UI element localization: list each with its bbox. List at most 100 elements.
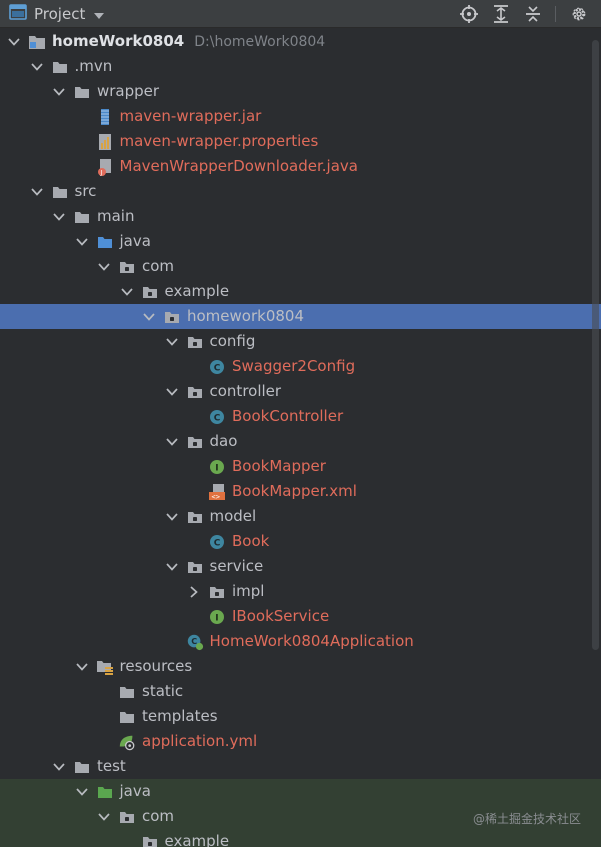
svg-text:<>: <> xyxy=(212,493,220,501)
project-window-icon xyxy=(9,3,27,24)
chevron-right-icon[interactable] xyxy=(188,585,200,598)
tree-row-label: main xyxy=(97,207,135,225)
tree-row-label: resources xyxy=(119,657,193,675)
package-icon xyxy=(186,433,204,451)
tree-row-resources[interactable]: resources xyxy=(0,654,601,679)
tree-row-example[interactable]: example xyxy=(0,829,601,847)
tree-row-label: HomeWork0804Application xyxy=(209,632,414,650)
tree-row-label: Swagger2Config xyxy=(232,357,356,375)
svg-text:I: I xyxy=(215,613,218,623)
svg-text:C: C xyxy=(214,413,221,423)
chevron-down-icon[interactable] xyxy=(75,661,88,673)
tree-row-bookmapper[interactable]: I BookMapper xyxy=(0,454,601,479)
tree-row-com[interactable]: com xyxy=(0,254,601,279)
tree-row-impl[interactable]: impl xyxy=(0,579,601,604)
chevron-down-icon[interactable] xyxy=(75,786,88,798)
chevron-down-icon[interactable] xyxy=(53,86,65,98)
package-icon xyxy=(208,583,226,601)
tree-row-maven-wrapper-jar[interactable]: maven-wrapper.jar xyxy=(0,104,601,129)
chevron-down-icon[interactable] xyxy=(98,261,110,273)
properties-icon xyxy=(96,133,114,151)
tree-row-book[interactable]: C Book xyxy=(0,529,601,554)
tree-row-static[interactable]: static xyxy=(0,679,601,704)
chevron-down-icon[interactable] xyxy=(30,61,43,73)
chevron-down-icon[interactable] xyxy=(165,436,178,448)
tree-row-label: com xyxy=(142,257,175,275)
yml-icon xyxy=(118,733,136,751)
tree-row--mvn[interactable]: .mvn xyxy=(0,54,601,79)
chevron-down-icon[interactable] xyxy=(165,336,178,348)
gear-icon[interactable] xyxy=(569,4,589,24)
chevron-down-icon[interactable] xyxy=(8,36,20,48)
tree-row-ibookservice[interactable]: I IBookService xyxy=(0,604,601,629)
tree-row-homework0804[interactable]: homework0804 xyxy=(0,304,601,329)
tree-row-bookmapper-xml[interactable]: <>BookMapper.xml xyxy=(0,479,601,504)
tree-row-java[interactable]: java xyxy=(0,229,601,254)
tree-row-dao[interactable]: dao xyxy=(0,429,601,454)
expand-all-icon[interactable] xyxy=(491,4,511,24)
tree-row-maven-wrapper-properties[interactable]: maven-wrapper.properties xyxy=(0,129,601,154)
folder-icon xyxy=(51,183,69,201)
chevron-down-icon[interactable] xyxy=(143,311,155,323)
class-icon: C xyxy=(208,358,226,376)
tree-row-label: example xyxy=(164,282,230,300)
tree-row-label: BookMapper xyxy=(232,457,326,475)
collapse-all-icon[interactable] xyxy=(523,4,543,24)
tree-row-swagger2config[interactable]: C Swagger2Config xyxy=(0,354,601,379)
tree-row-example[interactable]: example xyxy=(0,279,601,304)
folder-icon xyxy=(51,58,69,76)
svg-text:C: C xyxy=(214,363,221,373)
chevron-down-icon[interactable] xyxy=(120,286,133,298)
interface-icon: I xyxy=(208,458,226,476)
dropdown-caret-icon[interactable] xyxy=(94,5,105,23)
tree-row-config[interactable]: config xyxy=(0,329,601,354)
tree-row-controller[interactable]: controller xyxy=(0,379,601,404)
tree-row-label: IBookService xyxy=(232,607,330,625)
tree-row-label: wrapper xyxy=(97,82,160,100)
chevron-down-icon[interactable] xyxy=(165,511,178,523)
class-icon: C xyxy=(208,408,226,426)
tree-row-main[interactable]: main xyxy=(0,204,601,229)
chevron-down-icon[interactable] xyxy=(98,811,110,823)
chevron-down-icon[interactable] xyxy=(53,761,65,773)
tree-row-label: test xyxy=(97,757,126,775)
class-icon: C xyxy=(208,533,226,551)
tree-row-test[interactable]: test xyxy=(0,754,601,779)
tree-row-label: Book xyxy=(232,532,270,550)
tree-row-application-yml[interactable]: application.yml xyxy=(0,729,601,754)
chevron-down-icon[interactable] xyxy=(165,386,178,398)
source-folder-icon xyxy=(96,233,114,251)
tree-row-wrapper[interactable]: wrapper xyxy=(0,79,601,104)
tree-row-src[interactable]: src xyxy=(0,179,601,204)
tree-row-label: static xyxy=(142,682,184,700)
folder-icon xyxy=(73,83,91,101)
tree-row-java[interactable]: java xyxy=(0,779,601,804)
chevron-down-icon[interactable] xyxy=(75,236,88,248)
chevron-down-icon[interactable] xyxy=(30,186,43,198)
tree-row-service[interactable]: service xyxy=(0,554,601,579)
vertical-scrollbar[interactable] xyxy=(592,40,599,650)
test-source-folder-icon xyxy=(96,783,114,801)
package-icon xyxy=(118,258,136,276)
tree-row-label: example xyxy=(164,832,230,847)
toolwindow-title: Project xyxy=(34,4,86,23)
tree-row-label: maven-wrapper.jar xyxy=(119,107,262,125)
package-icon xyxy=(186,383,204,401)
tree-row-model[interactable]: model xyxy=(0,504,601,529)
module-icon xyxy=(28,33,46,51)
project-view-selector[interactable]: Project xyxy=(9,3,105,24)
chevron-down-icon[interactable] xyxy=(165,561,178,573)
tree-row-com[interactable]: com xyxy=(0,804,601,829)
tree-row-label: .mvn xyxy=(74,57,113,75)
tree-row-label: controller xyxy=(209,382,282,400)
package-icon xyxy=(118,808,136,826)
tree-row-templates[interactable]: templates xyxy=(0,704,601,729)
chevron-down-icon[interactable] xyxy=(53,211,65,223)
locate-icon[interactable] xyxy=(459,4,479,24)
